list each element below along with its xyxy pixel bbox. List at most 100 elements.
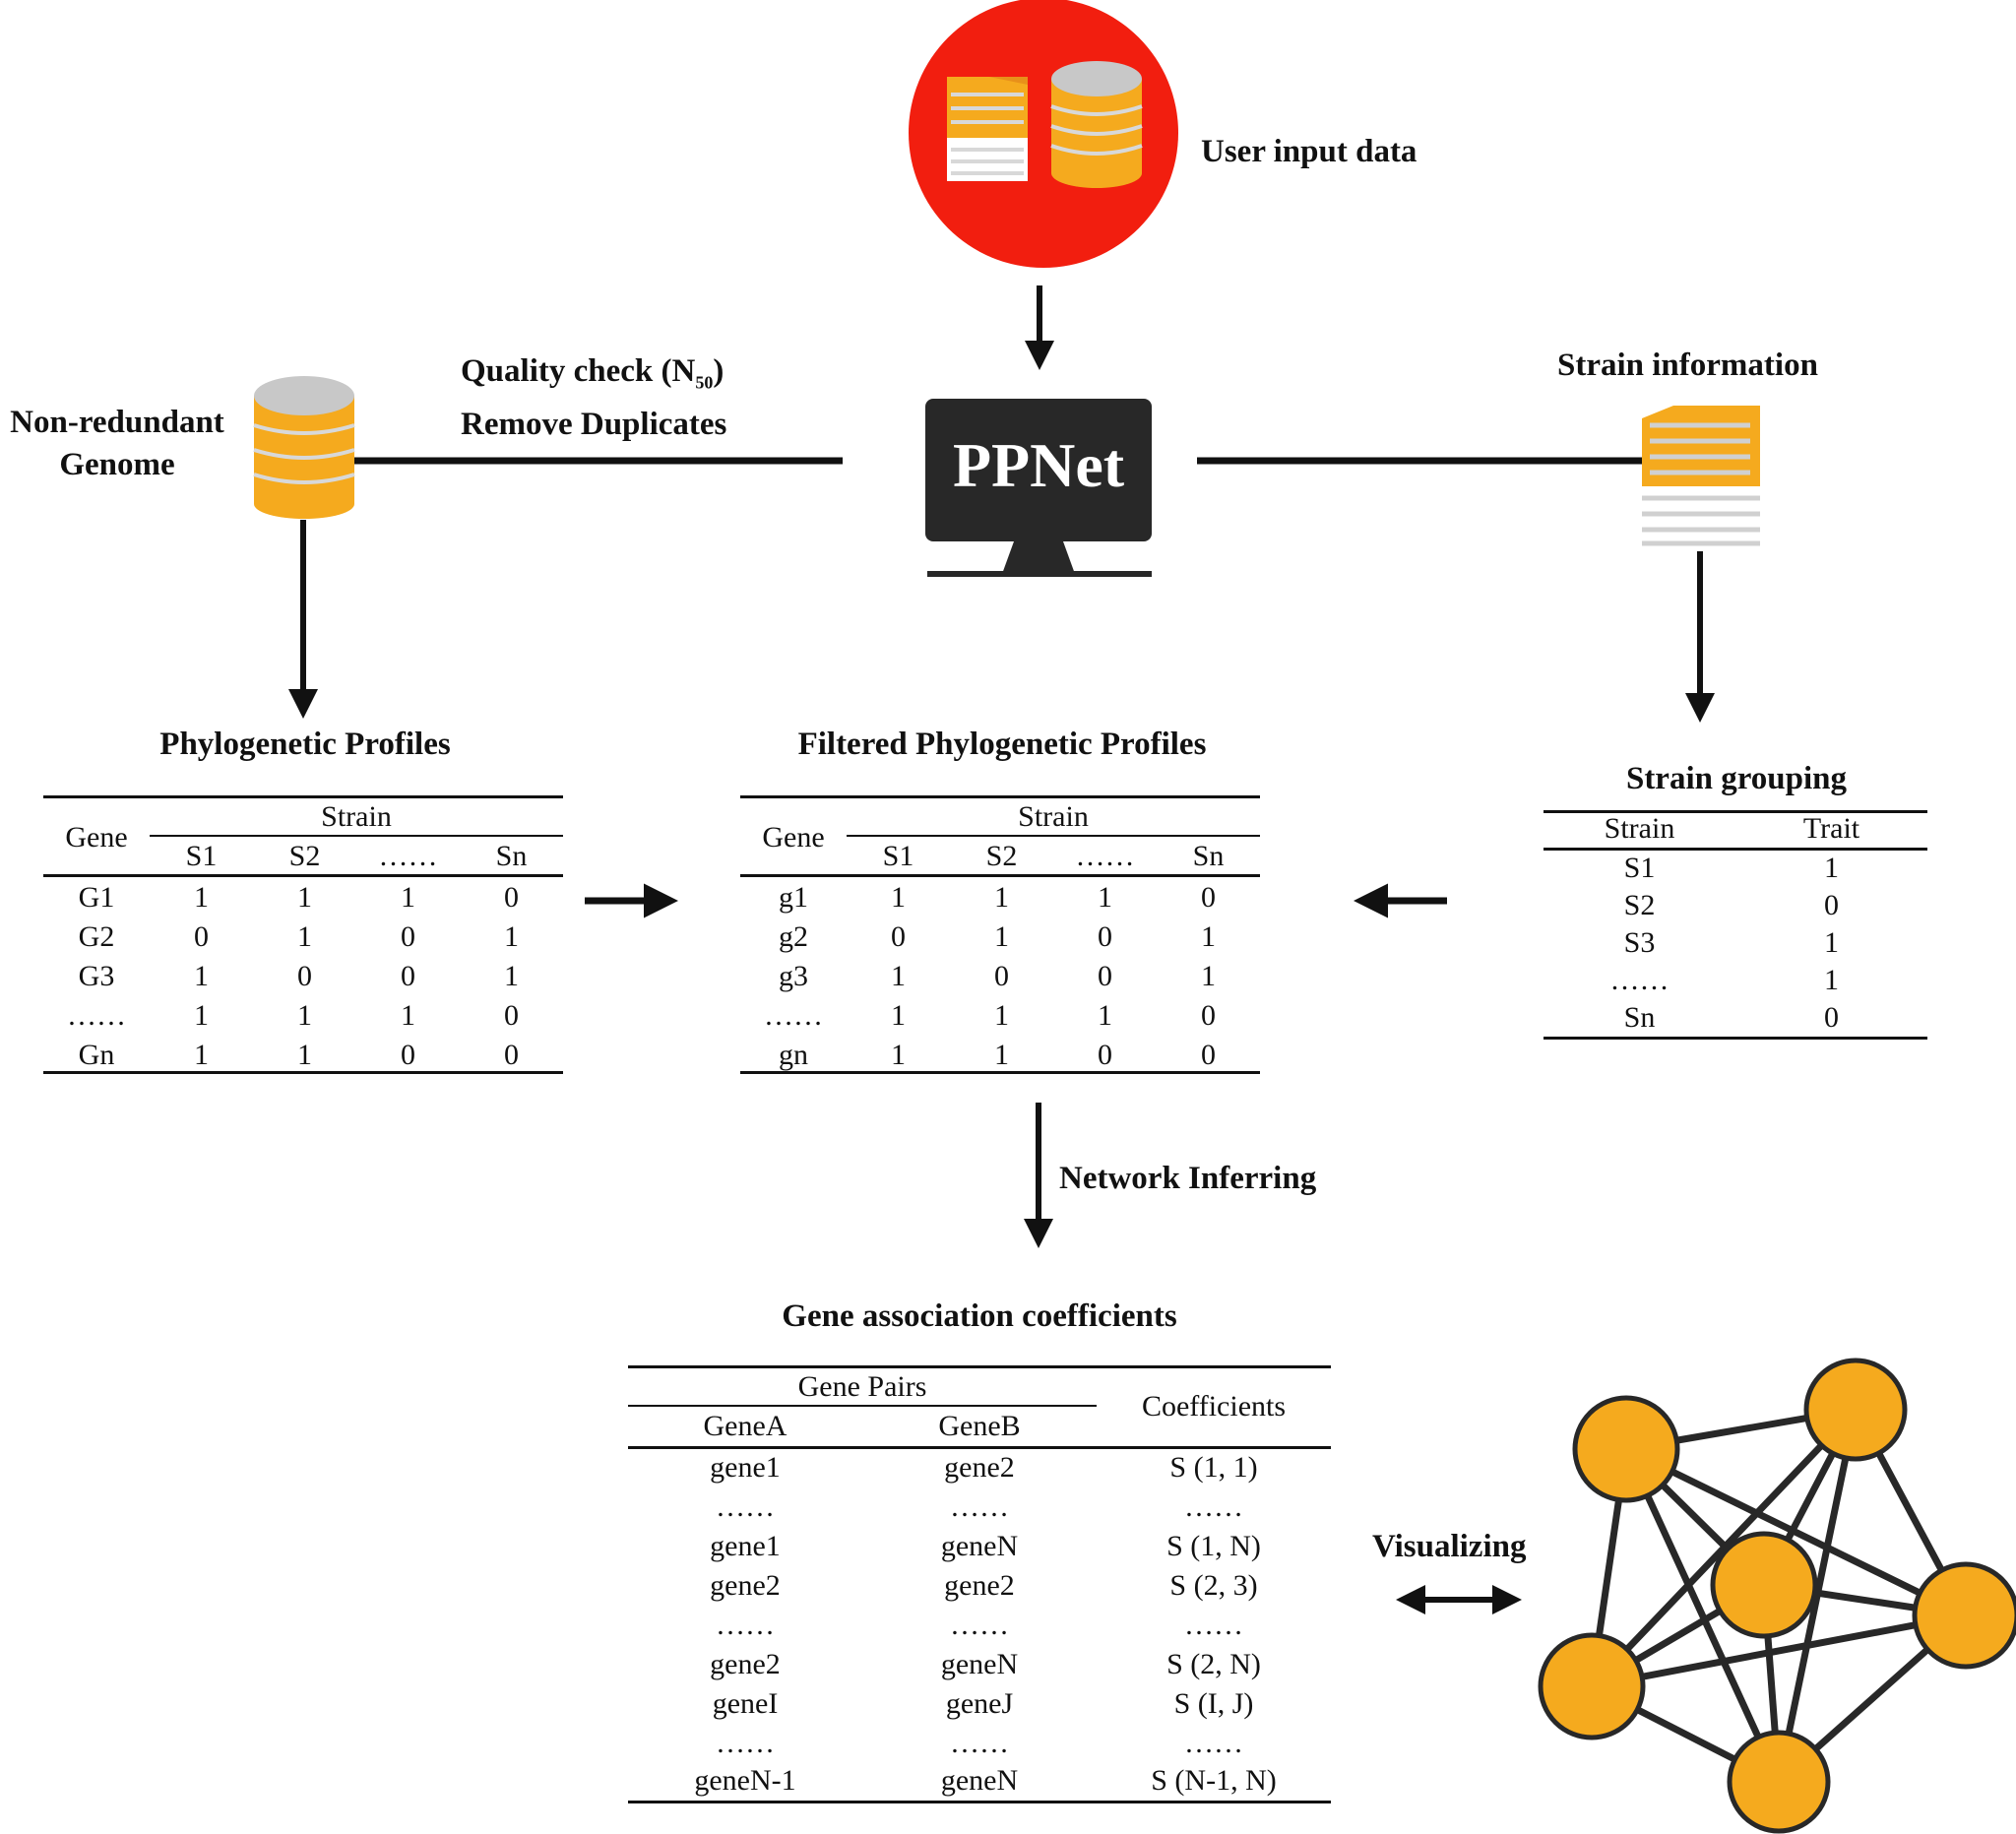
visualizing-label: Visualizing	[1372, 1529, 1527, 1564]
assoc-coefficient: ……	[1184, 1609, 1243, 1641]
cell-value: 0	[1201, 1039, 1216, 1071]
assoc-geneb: geneN	[940, 1648, 1019, 1680]
grouping-trait: 1	[1824, 964, 1839, 996]
ppnet-monitor-icon	[925, 399, 1152, 577]
grouping-strain: ……	[1609, 964, 1670, 996]
network-inferring-label: Network Inferring	[1059, 1161, 1317, 1196]
phylo-title: Phylogenetic Profiles	[159, 727, 451, 762]
grouping-strain: S3	[1623, 926, 1656, 959]
cell-value: 0	[401, 1039, 415, 1071]
assoc-coefficient: S (1, N)	[1166, 1530, 1261, 1562]
assoc-geneb: geneN	[940, 1764, 1019, 1797]
column-header: S1	[185, 840, 218, 872]
remove-duplicates-label: Remove Duplicates	[461, 407, 727, 442]
cell-value: 1	[297, 1039, 312, 1071]
cell-value: 1	[891, 881, 906, 914]
grouping-trait-header: Trait	[1802, 812, 1860, 845]
grouping-strain: Sn	[1623, 1001, 1656, 1034]
filtered-table: Gene Strain S1 S2 …… Sn g1 1 1 1 0 g2 0 …	[740, 793, 1260, 1079]
grouping-title: Strain grouping	[1625, 761, 1848, 796]
assoc-geneb: ……	[950, 1490, 1009, 1523]
user-input-icon	[909, 0, 1178, 268]
column-header: Sn	[1192, 840, 1225, 872]
network-node	[1912, 1561, 2016, 1670]
assoc-coefficient: ……	[1184, 1490, 1243, 1523]
cell-value: 0	[891, 920, 906, 953]
cell-value: 1	[994, 1039, 1009, 1071]
coefficients-header: Coefficients	[1141, 1390, 1287, 1423]
cell-value: 1	[194, 881, 209, 914]
quality-check-label: Quality check (N50)	[461, 353, 724, 393]
gene-header: Gene	[65, 821, 128, 854]
cell-value: 1	[401, 999, 415, 1032]
row-gene: g3	[779, 960, 808, 992]
network-node	[1803, 1358, 1908, 1462]
cell-value: 1	[1098, 881, 1112, 914]
assoc-genea: gene1	[710, 1451, 781, 1484]
network-node	[1538, 1632, 1646, 1740]
cell-value: 1	[297, 920, 312, 953]
cell-value: 1	[891, 1039, 906, 1071]
grouping-trait: 1	[1824, 852, 1839, 884]
phylo-table: Gene Strain S1 S2 …… Sn G1 1 1 1 0 G2 0 …	[43, 793, 563, 1079]
column-header: Sn	[495, 840, 528, 872]
cell-value: 0	[297, 960, 312, 992]
assoc-coefficient: ……	[1184, 1727, 1243, 1759]
cell-value: 0	[1098, 920, 1112, 953]
cell-value: 1	[297, 999, 312, 1032]
row-gene: Gn	[78, 1039, 115, 1071]
strain-header: Strain	[321, 800, 392, 833]
assoc-coefficient: S (2, 3)	[1169, 1569, 1258, 1602]
cell-value: 0	[401, 920, 415, 953]
cell-value: 0	[401, 960, 415, 992]
grouping-strain: S2	[1623, 889, 1656, 921]
assoc-genea: geneN-1	[694, 1764, 796, 1797]
cell-value: 1	[891, 999, 906, 1032]
cell-value: 1	[401, 881, 415, 914]
grouping-trait: 0	[1824, 889, 1839, 921]
row-gene: G2	[78, 920, 115, 953]
genea-header: GeneA	[703, 1410, 788, 1442]
grouping-table: Strain Trait S1 1 S2 0 S3 1 …… 1 Sn 0	[1544, 810, 1927, 1043]
assoc-genea: ……	[716, 1490, 775, 1523]
assoc-geneb: geneN	[940, 1530, 1019, 1562]
assoc-coefficient: S (2, N)	[1166, 1648, 1261, 1680]
assoc-geneb: gene2	[944, 1569, 1015, 1602]
assoc-genea: ……	[716, 1609, 775, 1641]
assoc-geneb: geneJ	[945, 1687, 1014, 1720]
cell-value: 1	[504, 920, 519, 953]
cell-value: 1	[194, 960, 209, 992]
gene-pairs-header: Gene Pairs	[797, 1370, 927, 1403]
assoc-genea: gene2	[710, 1569, 781, 1602]
assoc-geneb: gene2	[944, 1451, 1015, 1484]
cell-value: 1	[994, 999, 1009, 1032]
cell-value: 0	[504, 999, 519, 1032]
assoc-coefficient: S (I, J)	[1173, 1687, 1254, 1720]
association-title: Gene association coefficients	[782, 1298, 1177, 1334]
assoc-coefficient: S (N-1, N)	[1151, 1764, 1277, 1797]
column-header: ……	[378, 840, 438, 872]
column-header: ……	[1075, 840, 1135, 872]
filtered-title: Filtered Phylogenetic Profiles	[797, 727, 1207, 762]
assoc-genea: gene1	[710, 1530, 781, 1562]
cell-value: 1	[1201, 960, 1216, 992]
network-node	[1727, 1730, 1831, 1834]
row-gene: ……	[67, 999, 126, 1032]
assoc-genea: gene2	[710, 1648, 781, 1680]
grouping-trait: 0	[1824, 1001, 1839, 1034]
genome-database-icon	[253, 376, 355, 519]
assoc-coefficient: S (1, 1)	[1169, 1451, 1258, 1484]
cell-value: 0	[504, 1039, 519, 1071]
strain-information-label: Strain information	[1557, 348, 1818, 383]
association-table: Gene Pairs GeneA GeneB Coefficients gene…	[628, 1365, 1331, 1808]
cell-value: 0	[1098, 960, 1112, 992]
cell-value: 0	[1201, 999, 1216, 1032]
cell-value: 1	[194, 1039, 209, 1071]
column-header: S2	[288, 840, 321, 872]
ppnet-label: PPNet	[952, 429, 1125, 500]
column-header: S2	[985, 840, 1018, 872]
row-gene: g1	[779, 881, 808, 914]
cell-value: 0	[504, 881, 519, 914]
cell-value: 0	[1201, 881, 1216, 914]
